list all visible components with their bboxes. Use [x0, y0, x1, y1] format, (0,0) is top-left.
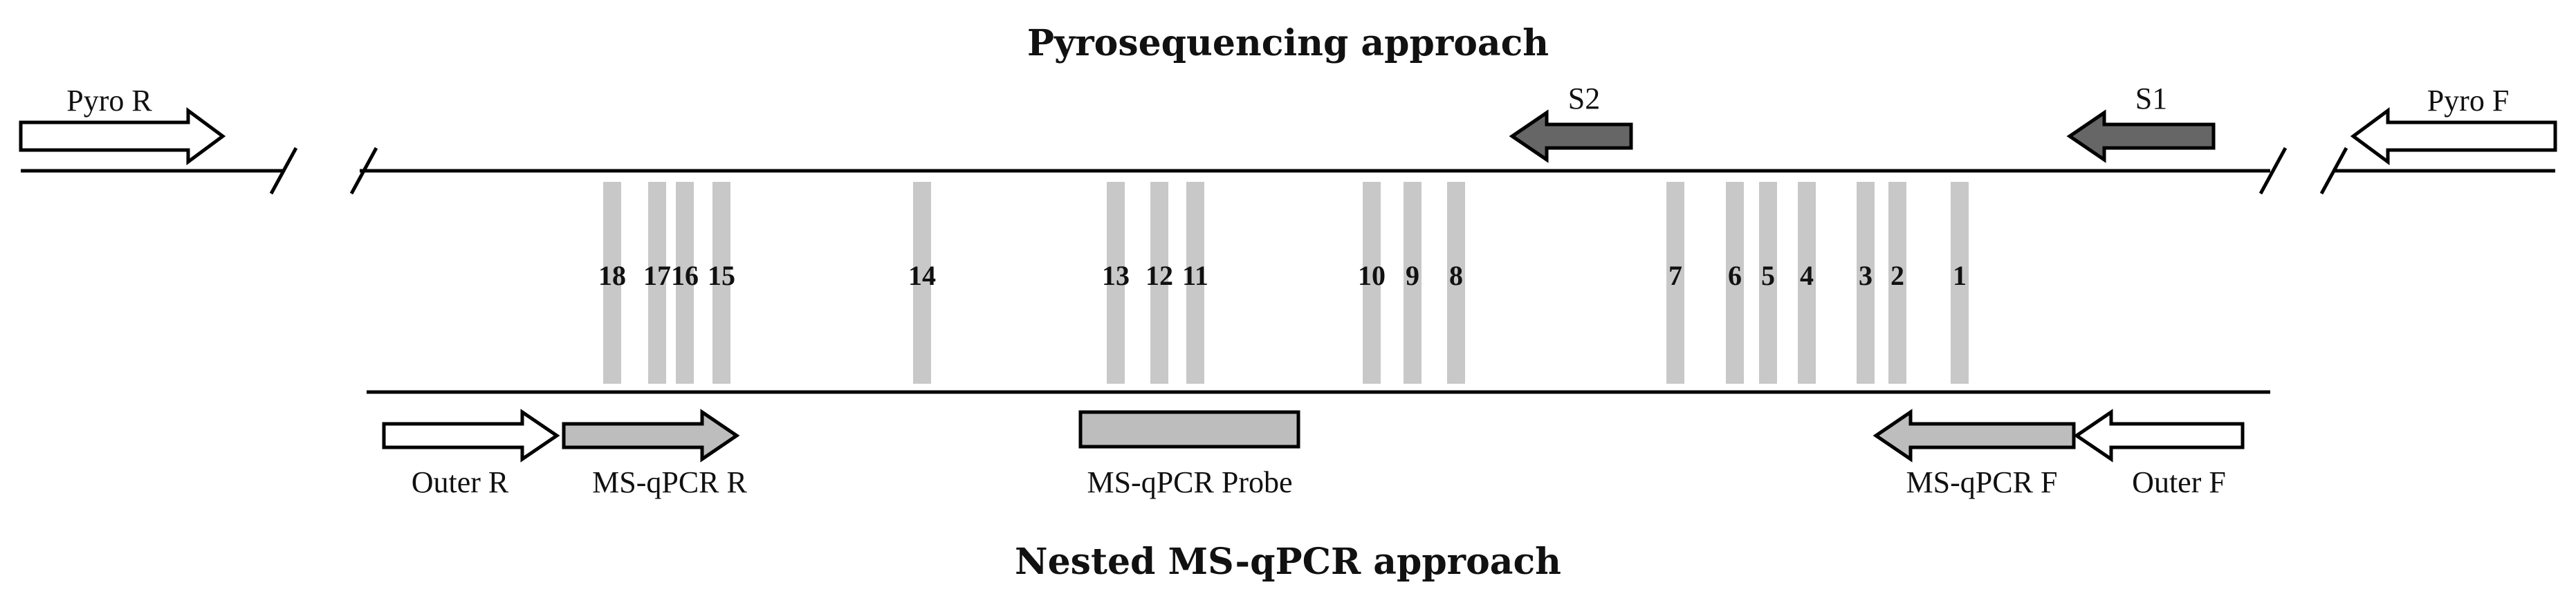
pyro-f-label: Pyro F — [2427, 84, 2510, 118]
cpg-site-label-16: 16 — [671, 260, 699, 291]
cpg-site-label-18: 18 — [598, 260, 626, 291]
cpg-site-label-4: 4 — [1800, 260, 1814, 291]
msqpcr-f-arrow — [1873, 409, 2076, 463]
cpg-site-bar-1 — [1951, 182, 1969, 384]
pyrosequencing-title: Pyrosequencing approach — [1027, 22, 1549, 64]
msqpcr-probe-label: MS-qPCR Probe — [1087, 465, 1292, 499]
top-sequence-line — [21, 147, 2555, 195]
outer-f-arrow — [2073, 409, 2245, 463]
cpg-site-label-9: 9 — [1406, 260, 1419, 291]
cpg-site-bar-17 — [648, 182, 666, 384]
cpg-site-label-10: 10 — [1358, 260, 1386, 291]
cpg-site-bar-13 — [1107, 182, 1125, 384]
s1-arrow — [2066, 109, 2216, 163]
cpg-site-bar-9 — [1404, 182, 1422, 384]
cpg-site-bar-16 — [676, 182, 694, 384]
s2-label: S2 — [1568, 82, 1600, 115]
cpg-site-bar-11 — [1186, 182, 1204, 384]
cpg-site-label-11: 11 — [1182, 260, 1208, 291]
cpg-site-bar-15 — [712, 182, 730, 384]
cpg-site-bar-8 — [1447, 182, 1465, 384]
pyro-r-arrow — [19, 107, 226, 165]
cpg-site-label-12: 12 — [1146, 260, 1173, 291]
cpg-site-bars — [603, 182, 1969, 384]
cpg-site-bar-2 — [1888, 182, 1906, 384]
cpg-site-label-3: 3 — [1859, 260, 1873, 291]
cpg-site-bar-12 — [1150, 182, 1168, 384]
outer-r-arrow — [382, 409, 560, 463]
cpg-site-bar-6 — [1726, 182, 1744, 384]
cpg-site-label-8: 8 — [1449, 260, 1463, 291]
cpg-site-label-6: 6 — [1728, 260, 1742, 291]
cpg-site-label-15: 15 — [708, 260, 735, 291]
cpg-site-label-13: 13 — [1102, 260, 1130, 291]
outer-f-label: Outer F — [2132, 465, 2226, 499]
cpg-site-bar-5 — [1759, 182, 1777, 384]
cpg-site-label-2: 2 — [1890, 260, 1904, 291]
msqpcr-r-arrow — [562, 409, 740, 463]
cpg-site-bar-7 — [1666, 182, 1684, 384]
nested-msqpcr-title: Nested MS-qPCR approach — [1015, 541, 1561, 583]
cpg-site-label-14: 14 — [908, 260, 936, 291]
s1-label: S1 — [2135, 82, 2167, 115]
s2-arrow — [1509, 109, 1633, 163]
msqpcr-probe-box — [1078, 410, 1300, 449]
cpg-site-label-5: 5 — [1761, 260, 1775, 291]
cpg-site-bar-3 — [1857, 182, 1875, 384]
cpg-site-bar-14 — [913, 182, 931, 384]
outer-r-label: Outer R — [412, 465, 509, 499]
pyro-f-arrow — [2350, 107, 2557, 165]
msqpcr-f-label: MS-qPCR F — [1906, 465, 2058, 499]
cpg-site-bar-10 — [1363, 182, 1381, 384]
cpg-site-bar-18 — [603, 182, 621, 384]
cpg-site-bar-4 — [1798, 182, 1816, 384]
pyro-r-label: Pyro R — [66, 84, 152, 118]
cpg-site-label-1: 1 — [1953, 260, 1967, 291]
msqpcr-r-label: MS-qPCR R — [592, 465, 747, 499]
cpg-site-label-17: 17 — [643, 260, 671, 291]
cpg-site-label-7: 7 — [1668, 260, 1682, 291]
